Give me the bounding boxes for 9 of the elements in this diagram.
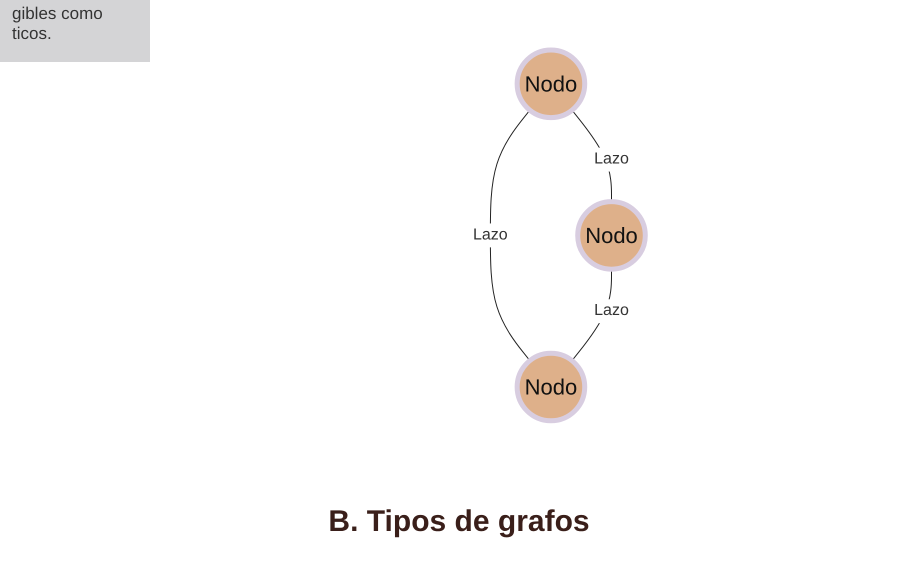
note-text: gibles como ticos. — [12, 4, 104, 44]
caption: B. Tipos de grafos — [328, 505, 590, 538]
connector — [490, 109, 530, 361]
edge-label: Lazo — [594, 302, 629, 319]
edge-label: Lazo — [594, 150, 629, 168]
edge-label: Lazo — [472, 226, 508, 243]
node-circle: Nodo — [514, 47, 588, 120]
node-circle: Nodo — [575, 198, 648, 272]
node-circle: Nodo — [514, 350, 588, 423]
